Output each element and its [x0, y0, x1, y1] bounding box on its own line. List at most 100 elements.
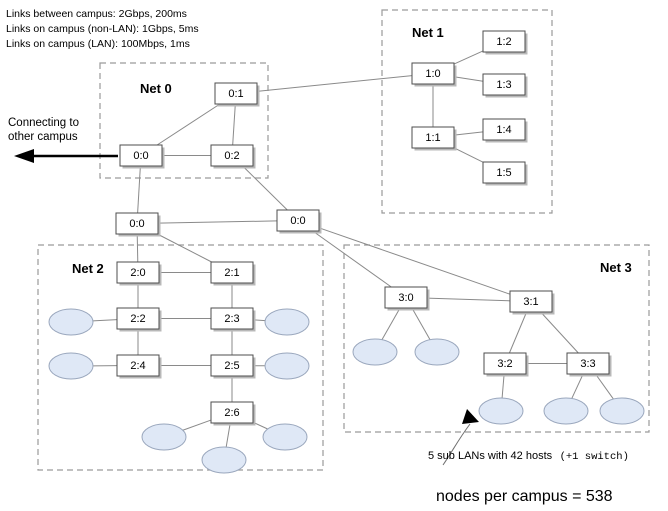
node-box-n1_1	[411, 126, 455, 149]
network-boundary-group	[37, 9, 650, 471]
node-box-n2_3	[210, 307, 254, 330]
lan-link-n2_6-to-lan2_6b	[225, 422, 231, 448]
node-n2_5: 2:5	[210, 354, 256, 379]
lan-link-n3_3-to-lan3_3a	[571, 373, 584, 399]
link-n0_1-to-n1_0	[256, 75, 413, 92]
link-n3_1-to-n3_3	[540, 311, 579, 354]
node-box-n3_2	[483, 352, 527, 375]
node-n1_5: 1:5	[482, 161, 528, 186]
link-trunk_left-to-n2_1	[157, 233, 212, 263]
link-trunk_left-to-trunk_right	[157, 220, 278, 224]
node-box-trunk_right	[276, 209, 320, 232]
node-label-n2_3: 2:3	[224, 313, 239, 325]
network-boundary-net1	[381, 9, 553, 214]
node-label-n3_3: 3:3	[580, 358, 595, 370]
link-group	[92, 50, 614, 448]
lan-link-n3_3-to-lan3_3b	[595, 373, 614, 400]
node-label-n0_1: 0:1	[228, 88, 243, 100]
node-label-n0_0: 0:0	[133, 150, 148, 162]
node-label-n1_3: 1:3	[496, 79, 511, 91]
node-box-n1_4	[482, 118, 526, 141]
node-box-n1_0	[411, 62, 455, 85]
link-n1_0-to-n1_3	[453, 76, 484, 82]
node-label-n1_0: 1:0	[425, 68, 440, 80]
node-label-n2_2: 2:2	[130, 313, 145, 325]
node-n1_0: 1:0	[411, 62, 457, 87]
node-box-n1_3	[482, 73, 526, 96]
link-n3_1-to-n3_2	[508, 311, 528, 354]
node-n0_2: 0:2	[210, 144, 256, 169]
lan-cloud-lan3_0a	[352, 338, 398, 366]
lan-cloud-lan3_3a	[543, 397, 589, 425]
link-n0_0-to-trunk_left	[137, 165, 141, 214]
node-box-n2_5	[210, 354, 254, 377]
lan-caption: 5 sub LANs with 42 hosts (+1 switch)	[428, 446, 629, 463]
node-n3_0: 3:0	[384, 286, 430, 311]
link-n1_0-to-n1_2	[453, 50, 484, 65]
legend-line-2: Links on campus (non-LAN): 1Gbps, 5ms	[6, 23, 199, 35]
node-n0_1: 0:1	[214, 82, 260, 107]
lan-cloud-lan2_3	[264, 308, 310, 336]
link-n1_1-to-n1_5	[453, 147, 484, 163]
node-box-n2_2	[116, 307, 160, 330]
node-label-n0_2: 0:2	[224, 150, 239, 162]
external-campus-arrow-head	[14, 149, 34, 163]
network-boundary-net3	[343, 244, 650, 433]
node-n2_2: 2:2	[116, 307, 162, 332]
lan-link-n3_0-to-lan3_0a	[381, 307, 401, 340]
node-n0_0: 0:0	[119, 144, 165, 169]
node-box-n0_1	[214, 82, 258, 105]
lan-cloud-lan3_0b	[414, 338, 460, 366]
link-trunk_right-to-n3_0	[312, 230, 392, 288]
link-trunk_left-to-n2_0	[136, 233, 139, 263]
lan-caption-arrow-head	[462, 409, 479, 424]
link-trunk_right-to-n3_1	[318, 227, 511, 295]
node-n1_3: 1:3	[482, 73, 528, 98]
node-box-n1_5	[482, 161, 526, 184]
lan-caption-main: 5 sub LANs with 42 hosts	[428, 450, 553, 462]
node-n2_4: 2:4	[116, 354, 162, 379]
node-label-n1_1: 1:1	[425, 132, 440, 144]
node-label-n3_1: 3:1	[523, 296, 538, 308]
node-box-n3_1	[509, 290, 553, 313]
link-n0_0-to-n0_1	[156, 103, 221, 146]
external-link-label-line1: Connecting to	[8, 117, 79, 129]
node-label-n3_0: 3:0	[398, 292, 413, 304]
lan-caption-annotation: 5 sub LANs with 42 hosts (+1 switch)	[428, 409, 629, 466]
network-label-net0: Net 0	[140, 81, 172, 96]
lan-cloud-lan3_2a	[478, 397, 524, 425]
node-box-n3_3	[566, 352, 610, 375]
legend-line-3: Links on campus (LAN): 100Mbps, 1ms	[6, 38, 190, 50]
lan-host-group	[48, 308, 645, 474]
lan-caption-suffix: (+1 switch)	[560, 451, 629, 463]
legend: Links between campus: 2Gbps, 200ms Links…	[6, 8, 199, 50]
node-n1_4: 1:4	[482, 118, 528, 143]
network-label-net3: Net 3	[600, 260, 632, 275]
node-trunk_left: 0:0	[115, 212, 161, 237]
node-n2_1: 2:1	[210, 261, 256, 286]
lan-cloud-lan2_2	[48, 308, 94, 336]
node-n2_6: 2:6	[210, 401, 256, 426]
network-boundary-net2	[37, 244, 324, 471]
node-box-n2_4	[116, 354, 160, 377]
external-campus-annotation: Connecting to other campus	[8, 117, 118, 163]
lan-caption-arrow-shaft	[442, 423, 471, 466]
node-n2_3: 2:3	[210, 307, 256, 332]
lan-cloud-lan2_4	[48, 352, 94, 380]
node-box-trunk_left	[115, 212, 159, 235]
lan-cloud-lan2_6a	[141, 423, 187, 451]
lan-cloud-lan3_3b	[599, 397, 645, 425]
node-box-n1_2	[482, 30, 526, 53]
node-label-n2_1: 2:1	[224, 267, 239, 279]
link-n0_1-to-n0_2	[232, 103, 236, 146]
node-label-n1_4: 1:4	[496, 124, 511, 136]
node-n3_2: 3:2	[483, 352, 529, 377]
network-label-net1: Net 1	[412, 25, 444, 40]
external-link-label-line2: other campus	[8, 131, 78, 143]
node-n3_3: 3:3	[566, 352, 612, 377]
node-n1_1: 1:1	[411, 126, 457, 151]
node-trunk_right: 0:0	[276, 209, 322, 234]
